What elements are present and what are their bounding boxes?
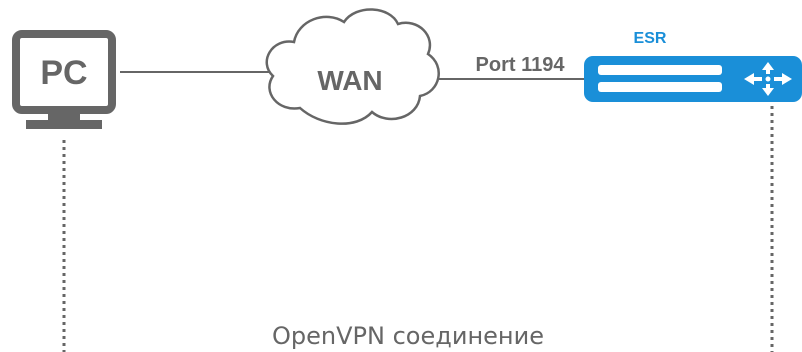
wan-cloud-icon [265, 8, 440, 125]
pc-monitor-icon [12, 30, 116, 129]
esr-router-icon [584, 56, 802, 102]
openvpn-connection-label: OpenVPN соединение [272, 322, 544, 350]
routing-arrows-icon [744, 62, 792, 96]
esr-label: ESR [634, 30, 667, 47]
pc-label: PC [40, 54, 87, 92]
port-label: Port 1194 [476, 54, 566, 76]
wan-label: WAN [317, 65, 382, 96]
